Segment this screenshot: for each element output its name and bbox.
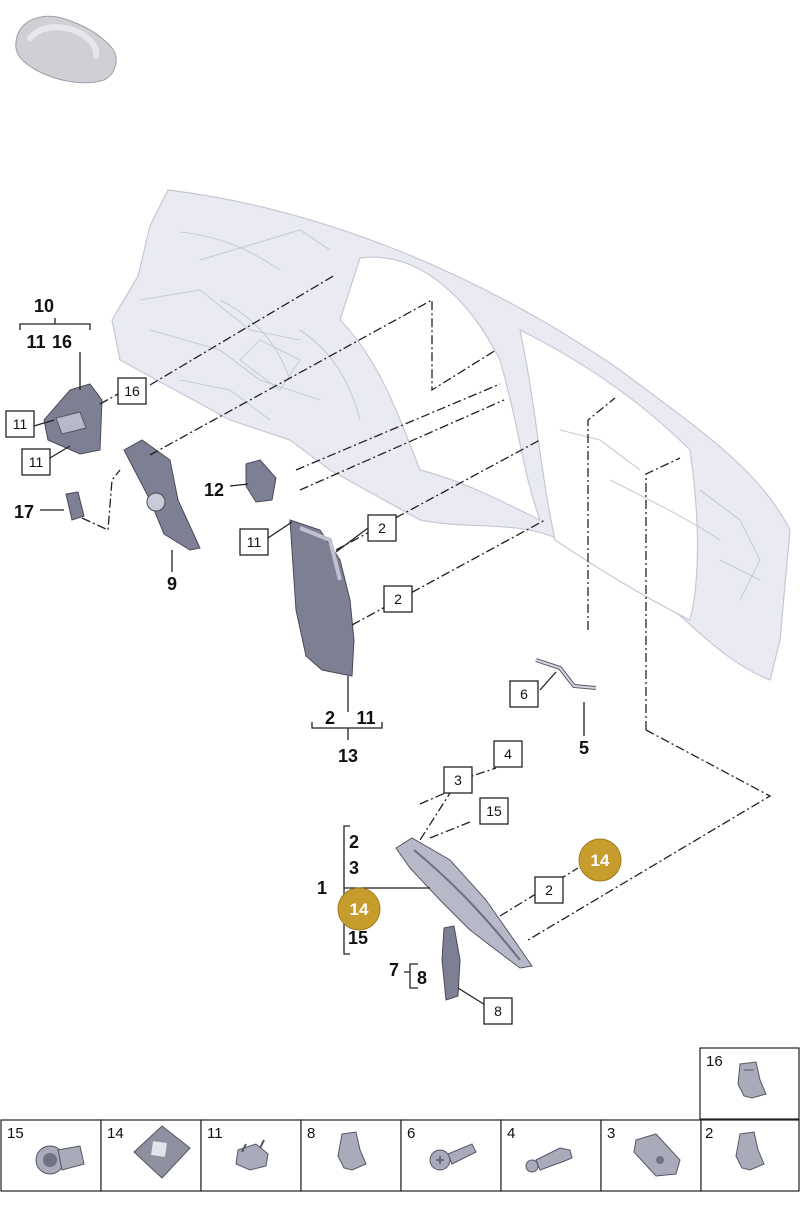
grommet-icon xyxy=(35,1145,85,1175)
clip-plate-icon xyxy=(633,1133,681,1177)
callout-12: 12 xyxy=(204,480,224,500)
svg-text:2: 2 xyxy=(394,591,402,607)
callout-13: 13 xyxy=(338,746,358,766)
part-5-bracket xyxy=(535,658,597,690)
callout-8: 8 xyxy=(417,968,427,988)
parts-table: 16 15 14 11 xyxy=(0,1047,800,1192)
boxed-ref-2: 2 xyxy=(534,876,564,904)
svg-text:4: 4 xyxy=(507,1125,515,1142)
svg-text:16: 16 xyxy=(706,1053,723,1070)
svg-text:3: 3 xyxy=(454,772,462,788)
part-7-bracket xyxy=(441,925,461,1001)
svg-text:2: 2 xyxy=(705,1125,713,1142)
part-9-pillar-trim xyxy=(123,439,201,551)
parts-table-cell-14: 14 xyxy=(100,1119,202,1192)
badges: 14 14 xyxy=(337,838,622,931)
bracket-clip-icon xyxy=(235,1139,269,1171)
boxed-ref-16: 16 xyxy=(117,377,147,405)
svg-text:11: 11 xyxy=(13,416,28,432)
svg-text:14: 14 xyxy=(107,1125,124,1142)
parts-table-cell-15: 15 xyxy=(0,1119,102,1192)
svg-text:6: 6 xyxy=(407,1125,415,1142)
badge-circle xyxy=(578,838,622,882)
clip-icon xyxy=(737,1061,767,1099)
boxed-ref-15: 15 xyxy=(479,797,509,825)
callout-15: 15 xyxy=(348,928,368,948)
part-13-pillar-trim xyxy=(289,519,355,677)
boxed-ref-2: 2 xyxy=(383,585,413,613)
callout-2: 2 xyxy=(349,832,359,852)
part-17-clip xyxy=(65,491,85,521)
svg-text:3: 3 xyxy=(607,1125,615,1142)
svg-text:15: 15 xyxy=(486,803,502,819)
boxed-ref-3: 3 xyxy=(443,766,473,794)
svg-text:2: 2 xyxy=(378,520,386,536)
boxed-ref-11: 11 xyxy=(21,448,51,476)
clip-icon xyxy=(337,1131,367,1171)
part-1-pillar-trim xyxy=(395,837,533,969)
callout-17: 17 xyxy=(14,502,34,522)
boxed-ref-8: 8 xyxy=(483,997,513,1025)
parts-table-cell-11: 11 xyxy=(200,1119,302,1192)
callout-1: 1 xyxy=(317,878,327,898)
pad-icon xyxy=(133,1125,191,1179)
callout-2: 2 xyxy=(325,708,335,728)
callout-3: 3 xyxy=(349,858,359,878)
boxed-ref-11: 11 xyxy=(5,410,35,438)
parts-table-cell-3: 3 xyxy=(600,1119,702,1192)
boxed-ref-11: 11 xyxy=(239,528,269,556)
boxed-ref-6: 6 xyxy=(509,680,539,708)
svg-text:8: 8 xyxy=(307,1125,315,1142)
svg-text:6: 6 xyxy=(520,686,528,702)
parts-table-cell-2: 2 xyxy=(700,1119,800,1192)
body-side-frame xyxy=(111,189,791,681)
svg-text:11: 11 xyxy=(247,534,262,550)
parts-table-cell-4: 4 xyxy=(500,1119,602,1192)
callout-16: 16 xyxy=(52,332,72,352)
callout-9: 9 xyxy=(167,574,177,594)
callout-5: 5 xyxy=(579,738,589,758)
parts-table-cell-6: 6 xyxy=(400,1119,502,1192)
callout-11: 11 xyxy=(356,708,375,728)
badge-14: 14 xyxy=(578,838,622,882)
boxed-ref-4: 4 xyxy=(493,740,523,768)
svg-text:11: 11 xyxy=(207,1125,223,1142)
callout-7: 7 xyxy=(389,960,399,980)
badge-circle xyxy=(337,887,381,931)
callout-labels: 10 11 16 12 17 9 2 11 13 5 1 2 3 15 7 8 xyxy=(14,296,589,988)
callout-11: 11 xyxy=(26,332,45,352)
badge-14: 14 xyxy=(337,887,381,931)
boxed-refs: 16 11 11 11 2 2 6 4 3 15 2 8 xyxy=(5,377,564,1025)
svg-text:15: 15 xyxy=(7,1125,24,1142)
svg-text:14: 14 xyxy=(591,851,610,870)
svg-text:8: 8 xyxy=(494,1003,502,1019)
callout-10: 10 xyxy=(34,296,54,316)
parts-table-cell-8: 8 xyxy=(300,1119,402,1192)
svg-text:11: 11 xyxy=(29,454,44,470)
car-thumbnail-icon xyxy=(15,15,117,84)
svg-text:2: 2 xyxy=(545,882,553,898)
parts-table-cell-16: 16 xyxy=(699,1047,800,1120)
part-12-clip xyxy=(245,459,277,503)
clip-icon xyxy=(735,1131,765,1171)
svg-text:16: 16 xyxy=(124,383,140,399)
boxed-ref-2: 2 xyxy=(367,514,397,542)
svg-text:4: 4 xyxy=(504,746,512,762)
screw-icon xyxy=(429,1143,477,1171)
part-10-bracket xyxy=(43,383,103,455)
pin-icon xyxy=(525,1147,573,1173)
svg-text:14: 14 xyxy=(350,900,369,919)
